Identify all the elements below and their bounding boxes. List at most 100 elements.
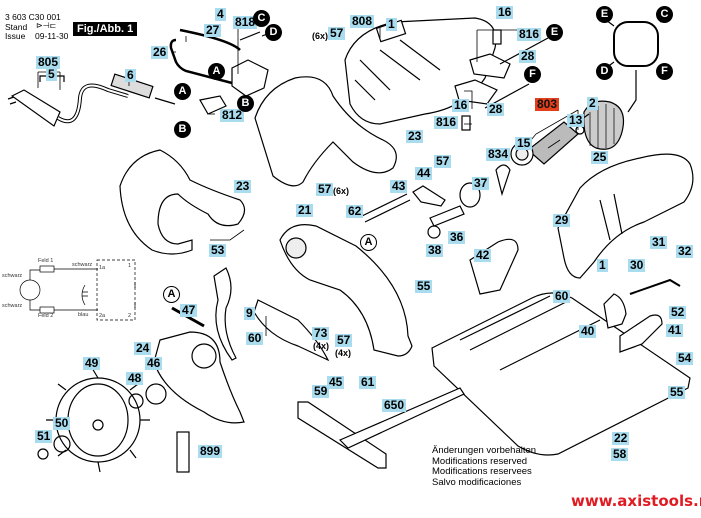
- part-label-818[interactable]: 818: [233, 15, 258, 29]
- part-label-40[interactable]: 40: [579, 324, 597, 338]
- part-label-15[interactable]: 15: [515, 136, 533, 150]
- part-label-36[interactable]: 36: [448, 230, 466, 244]
- connector-b-marker: B: [174, 121, 191, 138]
- part-label-23[interactable]: 23: [234, 179, 252, 193]
- connector-e-marker: E: [596, 6, 613, 23]
- part-label-899[interactable]: 899: [198, 444, 223, 458]
- part-label-816[interactable]: 816: [434, 115, 459, 129]
- part-label-73[interactable]: 73: [312, 326, 330, 340]
- stand-label: Stand: [5, 22, 28, 32]
- part-label-44[interactable]: 44: [415, 166, 433, 180]
- part-label-2[interactable]: 2: [587, 96, 598, 110]
- part-label-26[interactable]: 26: [151, 45, 169, 59]
- watermark-url[interactable]: www.axistools.ru: [571, 492, 701, 510]
- note-en: Modifications reserved: [432, 455, 528, 467]
- quantity-57a: (6x): [312, 31, 329, 41]
- part-label-37[interactable]: 37: [472, 176, 490, 190]
- part-label-59[interactable]: 59: [312, 384, 330, 398]
- part-label-5[interactable]: 5: [46, 67, 57, 81]
- connector-f-marker: F: [524, 66, 541, 83]
- part-label-805[interactable]: 805: [36, 55, 61, 69]
- connector-c-marker: C: [253, 10, 270, 27]
- connector-b-marker: B: [237, 95, 254, 112]
- part-label-4[interactable]: 4: [215, 7, 226, 21]
- part-label-25[interactable]: 25: [591, 150, 609, 164]
- part-label-6[interactable]: 6: [125, 68, 136, 82]
- grease-tube: [176, 431, 190, 473]
- part-label-28[interactable]: 28: [487, 102, 505, 116]
- part-label-29[interactable]: 29: [553, 213, 571, 227]
- part-label-58[interactable]: 58: [611, 447, 629, 461]
- part-label-1[interactable]: 1: [597, 258, 608, 272]
- connector-a-reference: A: [360, 234, 377, 251]
- note-fr: Modifications reservees: [432, 466, 532, 477]
- part-label-16[interactable]: 16: [496, 5, 514, 19]
- part-label-803-highlighted[interactable]: 803: [535, 97, 560, 111]
- washer-48: [128, 393, 144, 409]
- part-label-9[interactable]: 9: [244, 306, 255, 320]
- wiring-feld2: Feld 2: [38, 313, 54, 319]
- part-label-43[interactable]: 43: [390, 179, 408, 193]
- part-label-21[interactable]: 21: [296, 203, 314, 217]
- part-label-30[interactable]: 30: [628, 258, 646, 272]
- part-label-28[interactable]: 28: [519, 49, 537, 63]
- part-label-62[interactable]: 62: [346, 204, 364, 218]
- part-label-54[interactable]: 54: [676, 351, 694, 365]
- part-label-57[interactable]: 57: [328, 26, 346, 40]
- part-label-55[interactable]: 55: [668, 385, 686, 399]
- wiring-terminal-2a: 2a: [99, 313, 106, 319]
- rod: [361, 193, 411, 223]
- part-label-60[interactable]: 60: [553, 289, 571, 303]
- wiring-terminal-1: 1: [128, 263, 132, 269]
- part-label-38[interactable]: 38: [426, 243, 444, 257]
- part-label-61[interactable]: 61: [359, 375, 377, 389]
- part-label-55[interactable]: 55: [415, 279, 433, 293]
- issue-date: 09-11-30: [35, 31, 69, 41]
- part-label-48[interactable]: 48: [126, 371, 144, 385]
- guard-plate: [253, 299, 330, 362]
- part-label-22[interactable]: 22: [612, 431, 630, 445]
- part-label-46[interactable]: 46: [145, 356, 163, 370]
- part-label-53[interactable]: 53: [209, 243, 227, 257]
- part-label-49[interactable]: 49: [83, 356, 101, 370]
- wiring-schwarz-left-top: schwarz: [2, 273, 23, 279]
- wiring-terminal-2: 2: [128, 313, 132, 319]
- front-handle: [119, 149, 246, 255]
- part-label-32[interactable]: 32: [676, 244, 694, 258]
- part-label-52[interactable]: 52: [669, 305, 687, 319]
- part-label-50[interactable]: 50: [53, 416, 71, 430]
- part-label-834[interactable]: 834: [486, 147, 511, 161]
- ring-46: [145, 383, 167, 405]
- connector-f-marker: F: [656, 63, 673, 80]
- part-label-650[interactable]: 650: [382, 398, 407, 412]
- wiring-schwarz-left-bottom: schwarz: [2, 303, 23, 309]
- wiring-schematic: [19, 259, 136, 321]
- wiring-blau: blau: [78, 312, 89, 318]
- part-label-16[interactable]: 16: [452, 98, 470, 112]
- part-label-45[interactable]: 45: [327, 375, 345, 389]
- part-label-42[interactable]: 42: [474, 248, 492, 262]
- part-label-1[interactable]: 1: [386, 17, 397, 31]
- part-label-31[interactable]: 31: [650, 235, 668, 249]
- connector-d-marker: D: [265, 24, 282, 41]
- part-label-57[interactable]: 57: [335, 333, 353, 347]
- doc-number: 3 603 C30 001: [5, 12, 61, 22]
- part-label-808[interactable]: 808: [350, 14, 375, 28]
- connector-d-marker: D: [596, 63, 613, 80]
- part-label-23[interactable]: 23: [406, 129, 424, 143]
- part-label-57[interactable]: 57: [316, 182, 334, 196]
- part-label-27[interactable]: 27: [204, 23, 222, 37]
- part-label-47[interactable]: 47: [180, 303, 198, 317]
- part-label-812[interactable]: 812: [220, 108, 245, 122]
- part-label-24[interactable]: 24: [134, 341, 152, 355]
- switch-assembly: [199, 29, 279, 115]
- note-de: Änderungen vorbehalten: [432, 445, 537, 456]
- part-label-60[interactable]: 60: [246, 331, 264, 345]
- rear-handle-half: [254, 76, 397, 187]
- part-label-13[interactable]: 13: [567, 113, 585, 127]
- part-label-57[interactable]: 57: [434, 154, 452, 168]
- part-label-51[interactable]: 51: [35, 429, 53, 443]
- part-label-41[interactable]: 41: [666, 323, 684, 337]
- part-label-816[interactable]: 816: [517, 27, 542, 41]
